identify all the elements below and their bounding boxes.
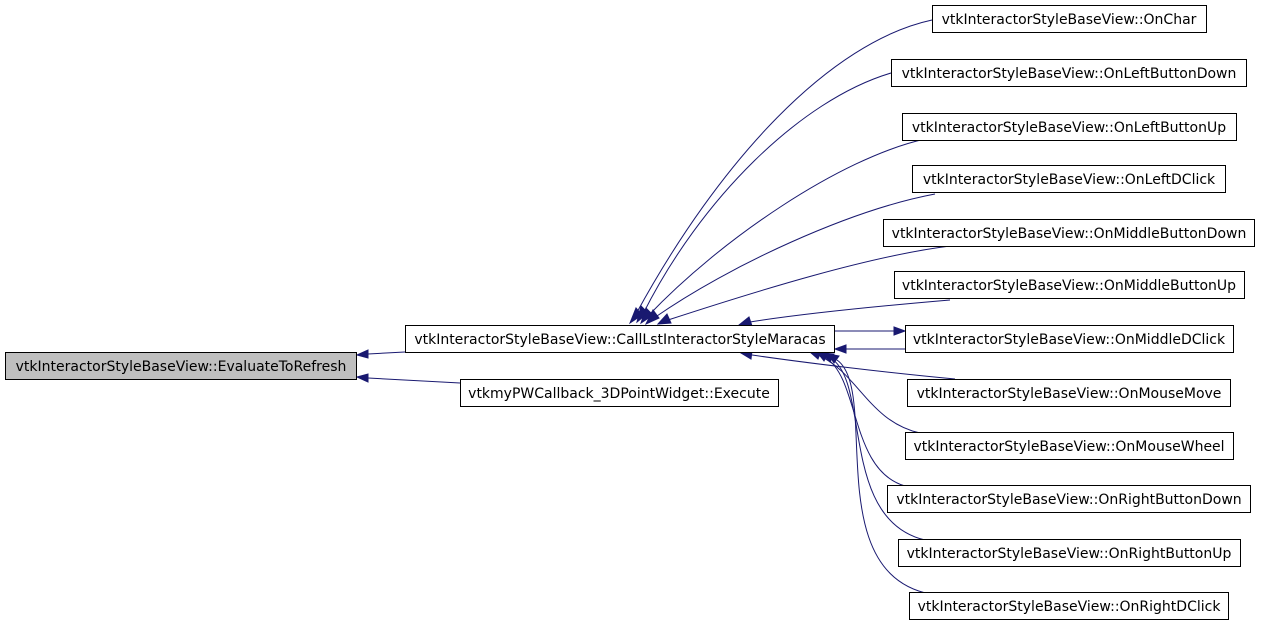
edge-on-right-button-down [815, 351, 906, 487]
edge-on-left-dclick [644, 193, 936, 326]
node-label: vtkInteractorStyleBaseView::OnRightDClic… [918, 599, 1222, 615]
node-on-right-button-up[interactable]: vtkInteractorStyleBaseView::OnRightButto… [898, 539, 1241, 567]
node-call-lst-interactor-style-maracas[interactable]: vtkInteractorStyleBaseView::CallLstInter… [405, 325, 835, 353]
node-label: vtkInteractorStyleBaseView::EvaluateToRe… [16, 359, 347, 375]
node-label: vtkInteractorStyleBaseView::OnLeftDClick [923, 172, 1216, 188]
edge-on-mouse-wheel [808, 350, 921, 434]
node-label: vtkInteractorStyleBaseView::OnLeftButton… [912, 120, 1226, 136]
edge-on-middle-dclick-2 [833, 344, 905, 354]
node-execute[interactable]: vtkmyPWCallback_3DPointWidget::Execute [460, 379, 779, 407]
node-label: vtkInteractorStyleBaseView::OnMiddleButt… [892, 226, 1247, 242]
node-on-right-dclick[interactable]: vtkInteractorStyleBaseView::OnRightDClic… [909, 592, 1229, 620]
edge-on-middle-button-up [737, 299, 951, 327]
node-on-right-button-down[interactable]: vtkInteractorStyleBaseView::OnRightButto… [887, 485, 1251, 513]
node-label: vtkInteractorStyleBaseView::OnMiddleDCli… [913, 332, 1226, 348]
edge-on-middle-dclick-1 [835, 326, 907, 336]
node-on-char[interactable]: vtkInteractorStyleBaseView::OnChar [932, 5, 1207, 33]
node-label: vtkInteractorStyleBaseView::OnChar [942, 12, 1197, 28]
node-on-middle-button-up[interactable]: vtkInteractorStyleBaseView::OnMiddleButt… [894, 271, 1245, 299]
node-label: vtkInteractorStyleBaseView::OnRightButto… [896, 492, 1241, 508]
node-label: vtkmyPWCallback_3DPointWidget::Execute [468, 386, 770, 402]
edge-on-left-button-down [636, 72, 892, 324]
node-evaluate-to-refresh[interactable]: vtkInteractorStyleBaseView::EvaluateToRe… [5, 352, 357, 380]
node-label: vtkInteractorStyleBaseView::CallLstInter… [414, 332, 825, 348]
edge-on-left-button-up [640, 138, 926, 325]
node-on-mouse-wheel[interactable]: vtkInteractorStyleBaseView::OnMouseWheel [905, 432, 1234, 460]
node-label: vtkInteractorStyleBaseView::OnRightButto… [907, 546, 1232, 562]
edge-call-lst-to-evaluate [355, 349, 406, 359]
edge-on-middle-button-down [656, 245, 951, 325]
node-label: vtkInteractorStyleBaseView::OnLeftButton… [902, 66, 1237, 82]
node-on-left-dclick[interactable]: vtkInteractorStyleBaseView::OnLeftDClick [912, 165, 1226, 193]
node-label: vtkInteractorStyleBaseView::OnMiddleButt… [902, 278, 1236, 294]
node-on-middle-dclick[interactable]: vtkInteractorStyleBaseView::OnMiddleDCli… [905, 325, 1234, 353]
node-on-middle-button-down[interactable]: vtkInteractorStyleBaseView::OnMiddleButt… [883, 219, 1255, 247]
node-on-mouse-move[interactable]: vtkInteractorStyleBaseView::OnMouseMove [907, 379, 1231, 407]
edge-on-right-dclick [826, 353, 931, 595]
edge-on-char [628, 19, 933, 325]
edge-execute-to-evaluate [355, 373, 461, 384]
node-on-left-button-down[interactable]: vtkInteractorStyleBaseView::OnLeftButton… [891, 59, 1247, 87]
node-label: vtkInteractorStyleBaseView::OnMouseMove [917, 386, 1222, 402]
node-on-left-button-up[interactable]: vtkInteractorStyleBaseView::OnLeftButton… [902, 113, 1237, 141]
node-label: vtkInteractorStyleBaseView::OnMouseWheel [913, 439, 1224, 455]
